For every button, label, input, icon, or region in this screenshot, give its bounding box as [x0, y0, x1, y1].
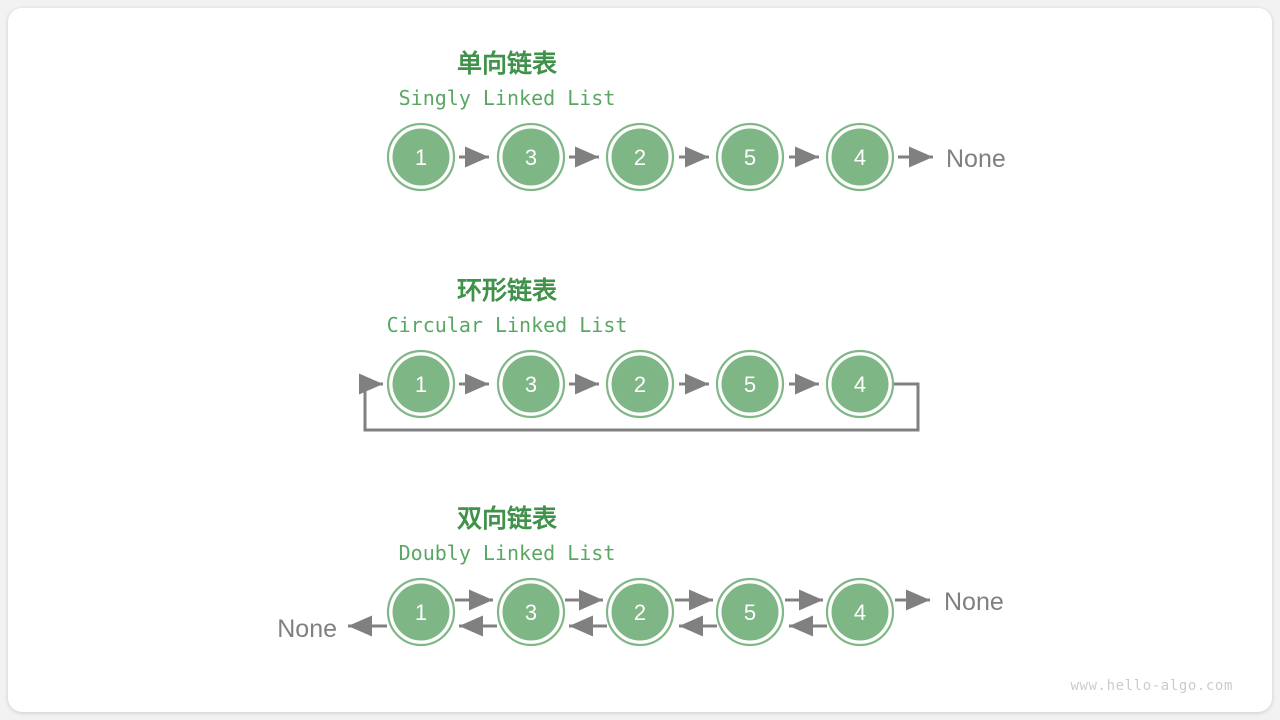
node-value: 4 — [854, 372, 866, 397]
node-value: 3 — [525, 145, 537, 170]
tail-none-label-singly: None — [946, 145, 1006, 173]
node-value: 1 — [415, 145, 427, 170]
node-singly-3: 5 — [715, 122, 785, 192]
node-singly-4: 4 — [825, 122, 895, 192]
node-value: 5 — [744, 372, 756, 397]
section-title-en-circular: Circular Linked List — [387, 313, 628, 337]
tail-none-label-doubly: None — [944, 588, 1004, 616]
node-value: 1 — [415, 372, 427, 397]
node-doubly-1: 3 — [496, 577, 566, 647]
section-title-cn-doubly: 双向链表 — [457, 504, 558, 533]
node-circular-0: 1 — [386, 349, 456, 419]
node-doubly-4: 4 — [825, 577, 895, 647]
node-value: 4 — [854, 145, 866, 170]
node-doubly-0: 1 — [386, 577, 456, 647]
node-value: 2 — [634, 145, 646, 170]
watermark-label: www.hello-algo.com — [1070, 678, 1233, 694]
section-title-cn-circular: 环形链表 — [457, 276, 558, 305]
node-value: 2 — [634, 600, 646, 625]
node-singly-1: 3 — [496, 122, 566, 192]
node-singly-0: 1 — [386, 122, 456, 192]
section-singly: 单向链表 Singly Linked List 1 3 — [386, 49, 1006, 192]
node-value: 4 — [854, 600, 866, 625]
node-doubly-3: 5 — [715, 577, 785, 647]
node-circular-3: 5 — [715, 349, 785, 419]
node-value: 5 — [744, 600, 756, 625]
node-value: 3 — [525, 600, 537, 625]
head-none-label-doubly: None — [277, 615, 337, 643]
section-title-en-doubly: Doubly Linked List — [399, 541, 616, 565]
node-value: 2 — [634, 372, 646, 397]
section-title-en-singly: Singly Linked List — [399, 86, 616, 110]
section-circular: 环形链表 Circular Linked List 1 3 — [359, 276, 920, 432]
node-circular-1: 3 — [496, 349, 566, 419]
edges-circular — [359, 373, 920, 432]
edge-loop-back-4-to-1 — [359, 373, 920, 432]
node-circular-2: 2 — [605, 349, 675, 419]
node-value: 3 — [525, 372, 537, 397]
section-doubly: 双向链表 Doubly Linked List 1 — [277, 504, 1004, 647]
node-value: 5 — [744, 145, 756, 170]
node-value: 1 — [415, 600, 427, 625]
node-circular-4: 4 — [825, 349, 895, 419]
node-doubly-2: 2 — [605, 577, 675, 647]
node-singly-2: 2 — [605, 122, 675, 192]
section-title-cn-singly: 单向链表 — [457, 49, 558, 78]
